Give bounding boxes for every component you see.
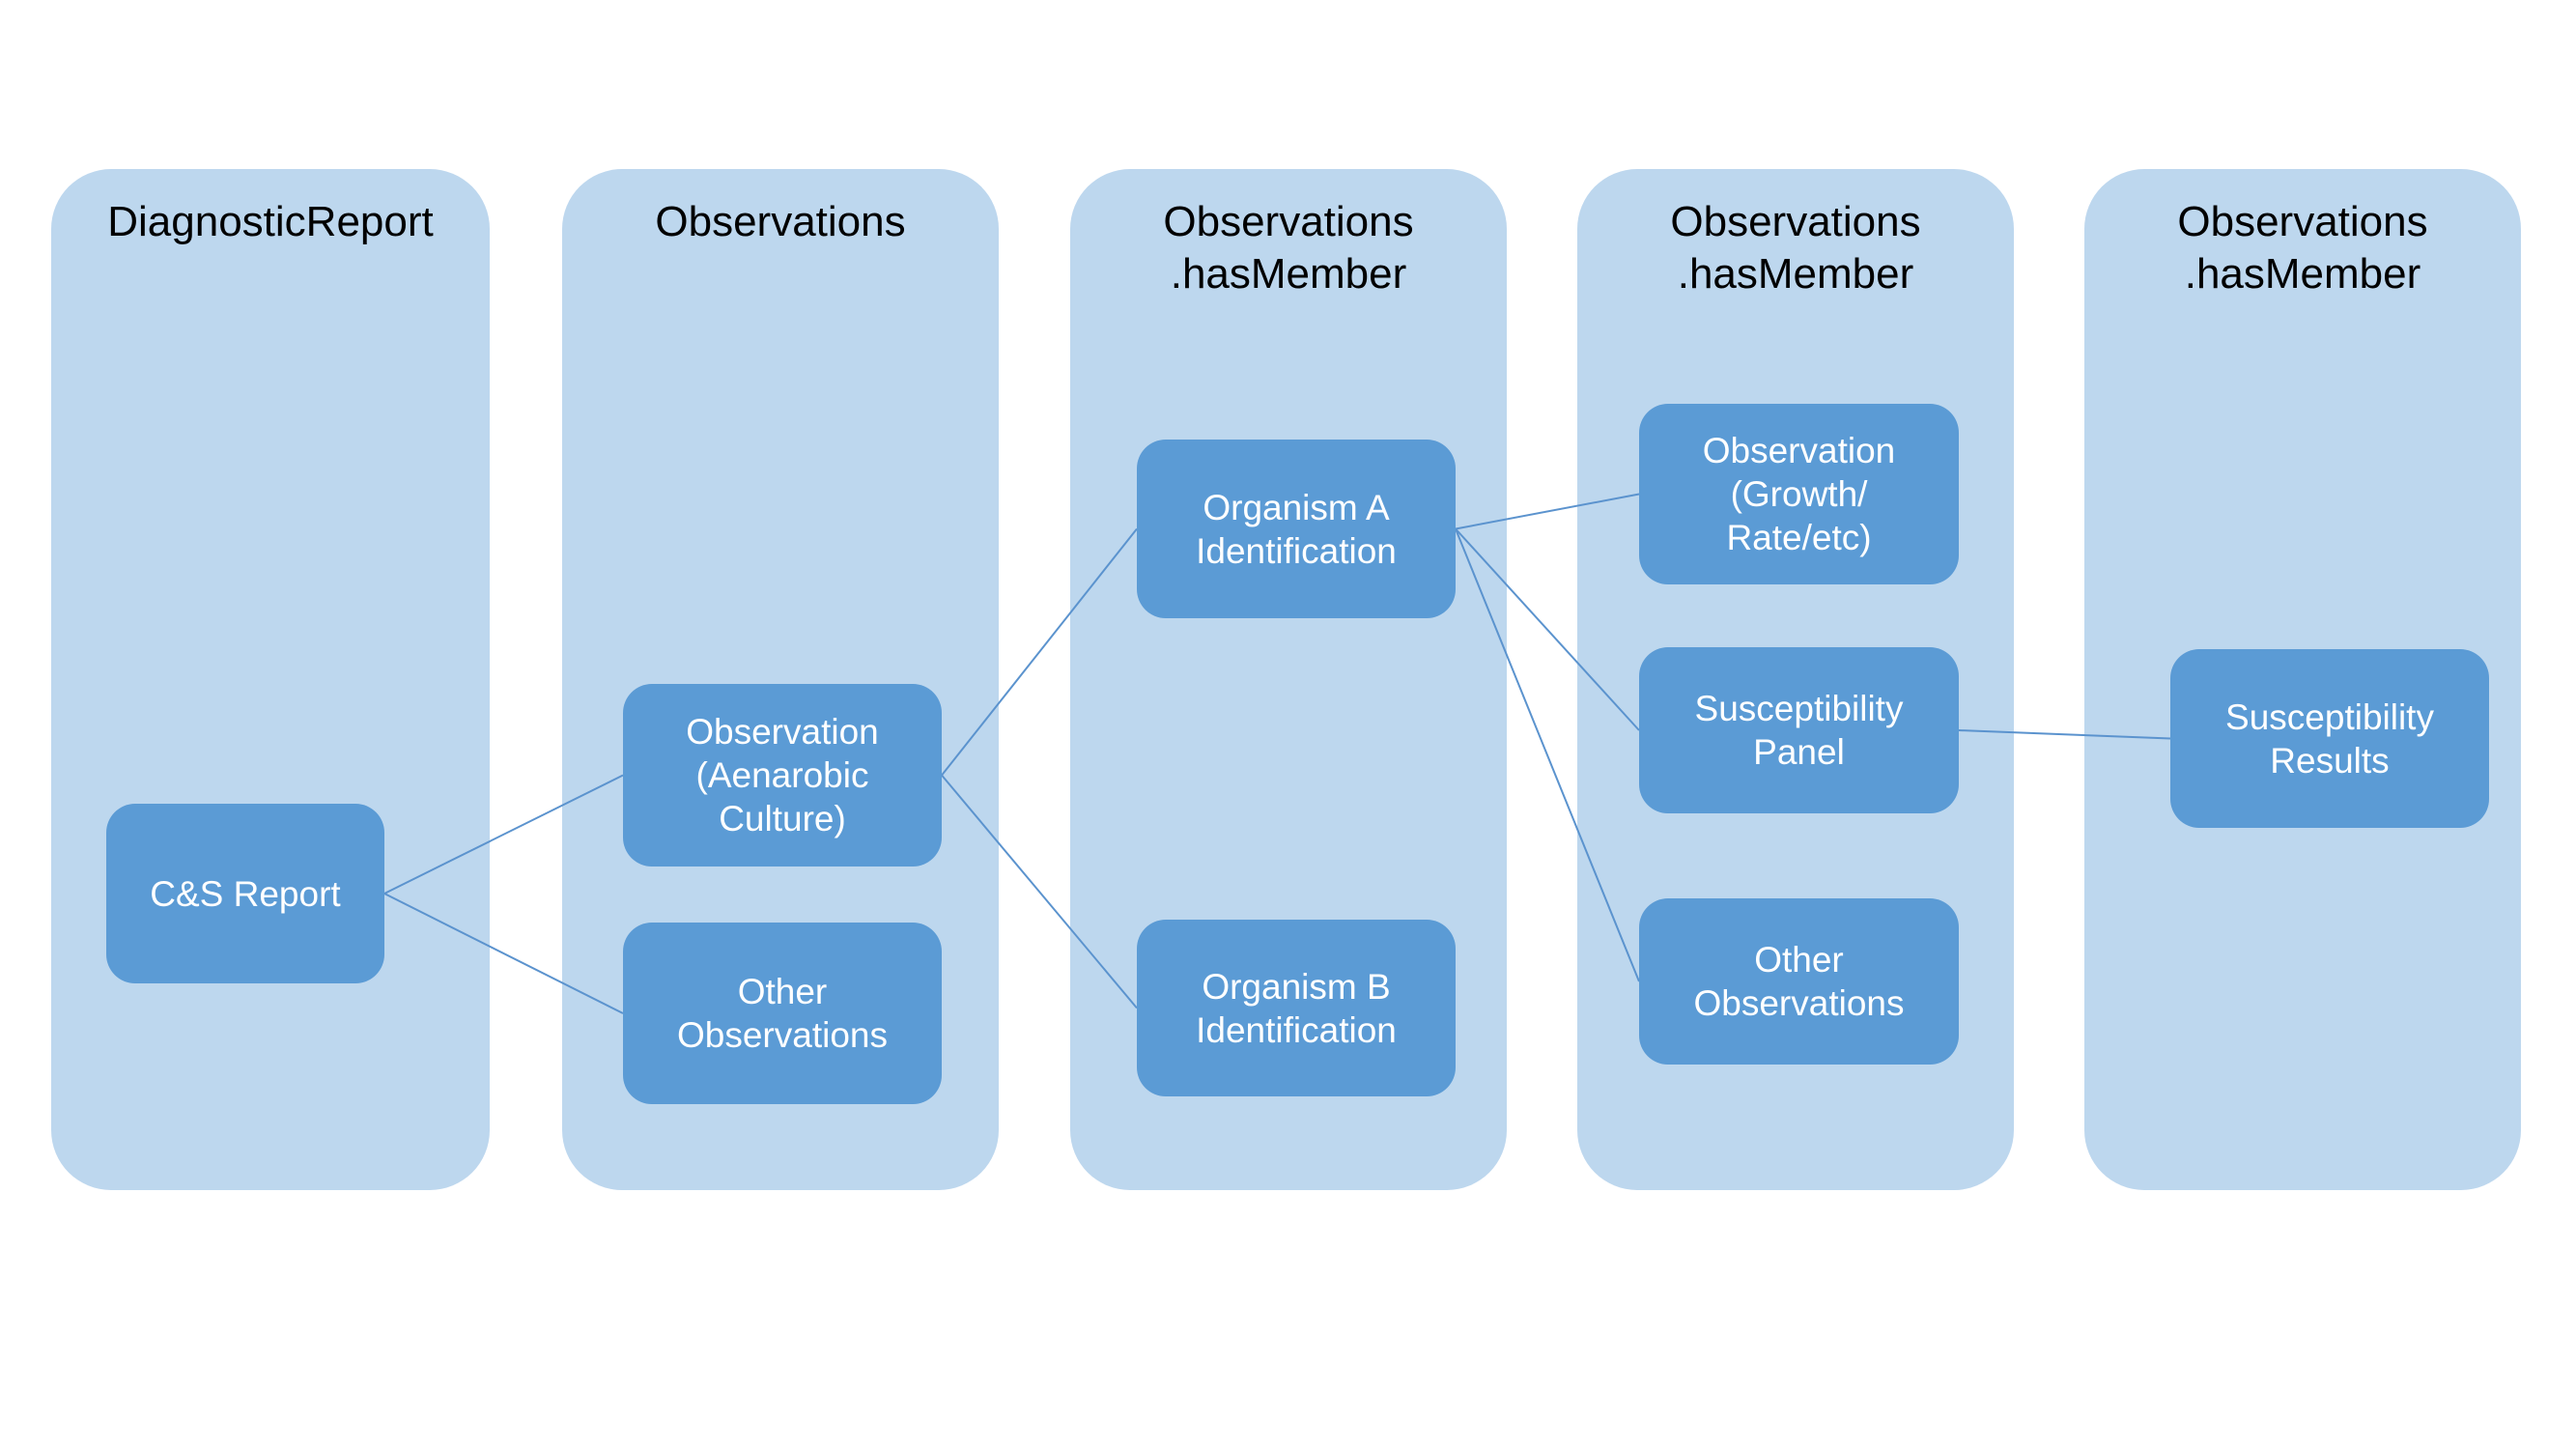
node-label: Observation (Growth/ Rate/etc) (1702, 431, 1896, 557)
column-title: Observations .hasMember (1163, 198, 1414, 298)
connector-line (1958, 729, 2171, 740)
node-cs-report: C&S Report (106, 804, 384, 983)
connector-line (1455, 493, 1640, 530)
node-label: Susceptibility Results (2225, 696, 2434, 781)
connector-line (1455, 527, 1640, 731)
node-label: Organism A Identification (1196, 487, 1397, 571)
column-title: Observations .hasMember (2177, 198, 2428, 298)
node-label: Other Observations (677, 972, 888, 1055)
node-other-observations-1: Other Observations (623, 923, 942, 1104)
connector-line (1455, 528, 1640, 982)
node-organism-b-identification: Organism B Identification (1137, 920, 1456, 1096)
connector-line (383, 893, 624, 1014)
column-title: DiagnosticReport (107, 198, 434, 245)
node-observation-growth-rate: Observation (Growth/ Rate/etc) (1639, 404, 1959, 584)
node-susceptibility-panel: Susceptibility Panel (1639, 647, 1959, 813)
column-title: Observations (655, 198, 906, 245)
node-organism-a-identification: Organism A Identification (1137, 440, 1456, 618)
node-label: Organism B Identification (1196, 966, 1397, 1050)
node-label: Susceptibility Panel (1694, 689, 1904, 772)
node-observation-aenarobic-culture: Observation (Aenarobic Culture) (623, 684, 942, 867)
node-other-observations-2: Other Observations (1639, 898, 1959, 1065)
column-diagnosticreport: DiagnosticReport (51, 169, 490, 1190)
column-title: Observations .hasMember (1670, 198, 1921, 298)
node-label: C&S Report (150, 873, 341, 914)
node-label: Observation (Aenarobic Culture) (686, 712, 879, 838)
node-susceptibility-results: Susceptibility Results (2170, 649, 2489, 828)
node-label: Other Observations (1693, 940, 1905, 1023)
connector-line (383, 774, 624, 895)
connector-line (941, 527, 1138, 777)
connector-line (941, 774, 1138, 1009)
